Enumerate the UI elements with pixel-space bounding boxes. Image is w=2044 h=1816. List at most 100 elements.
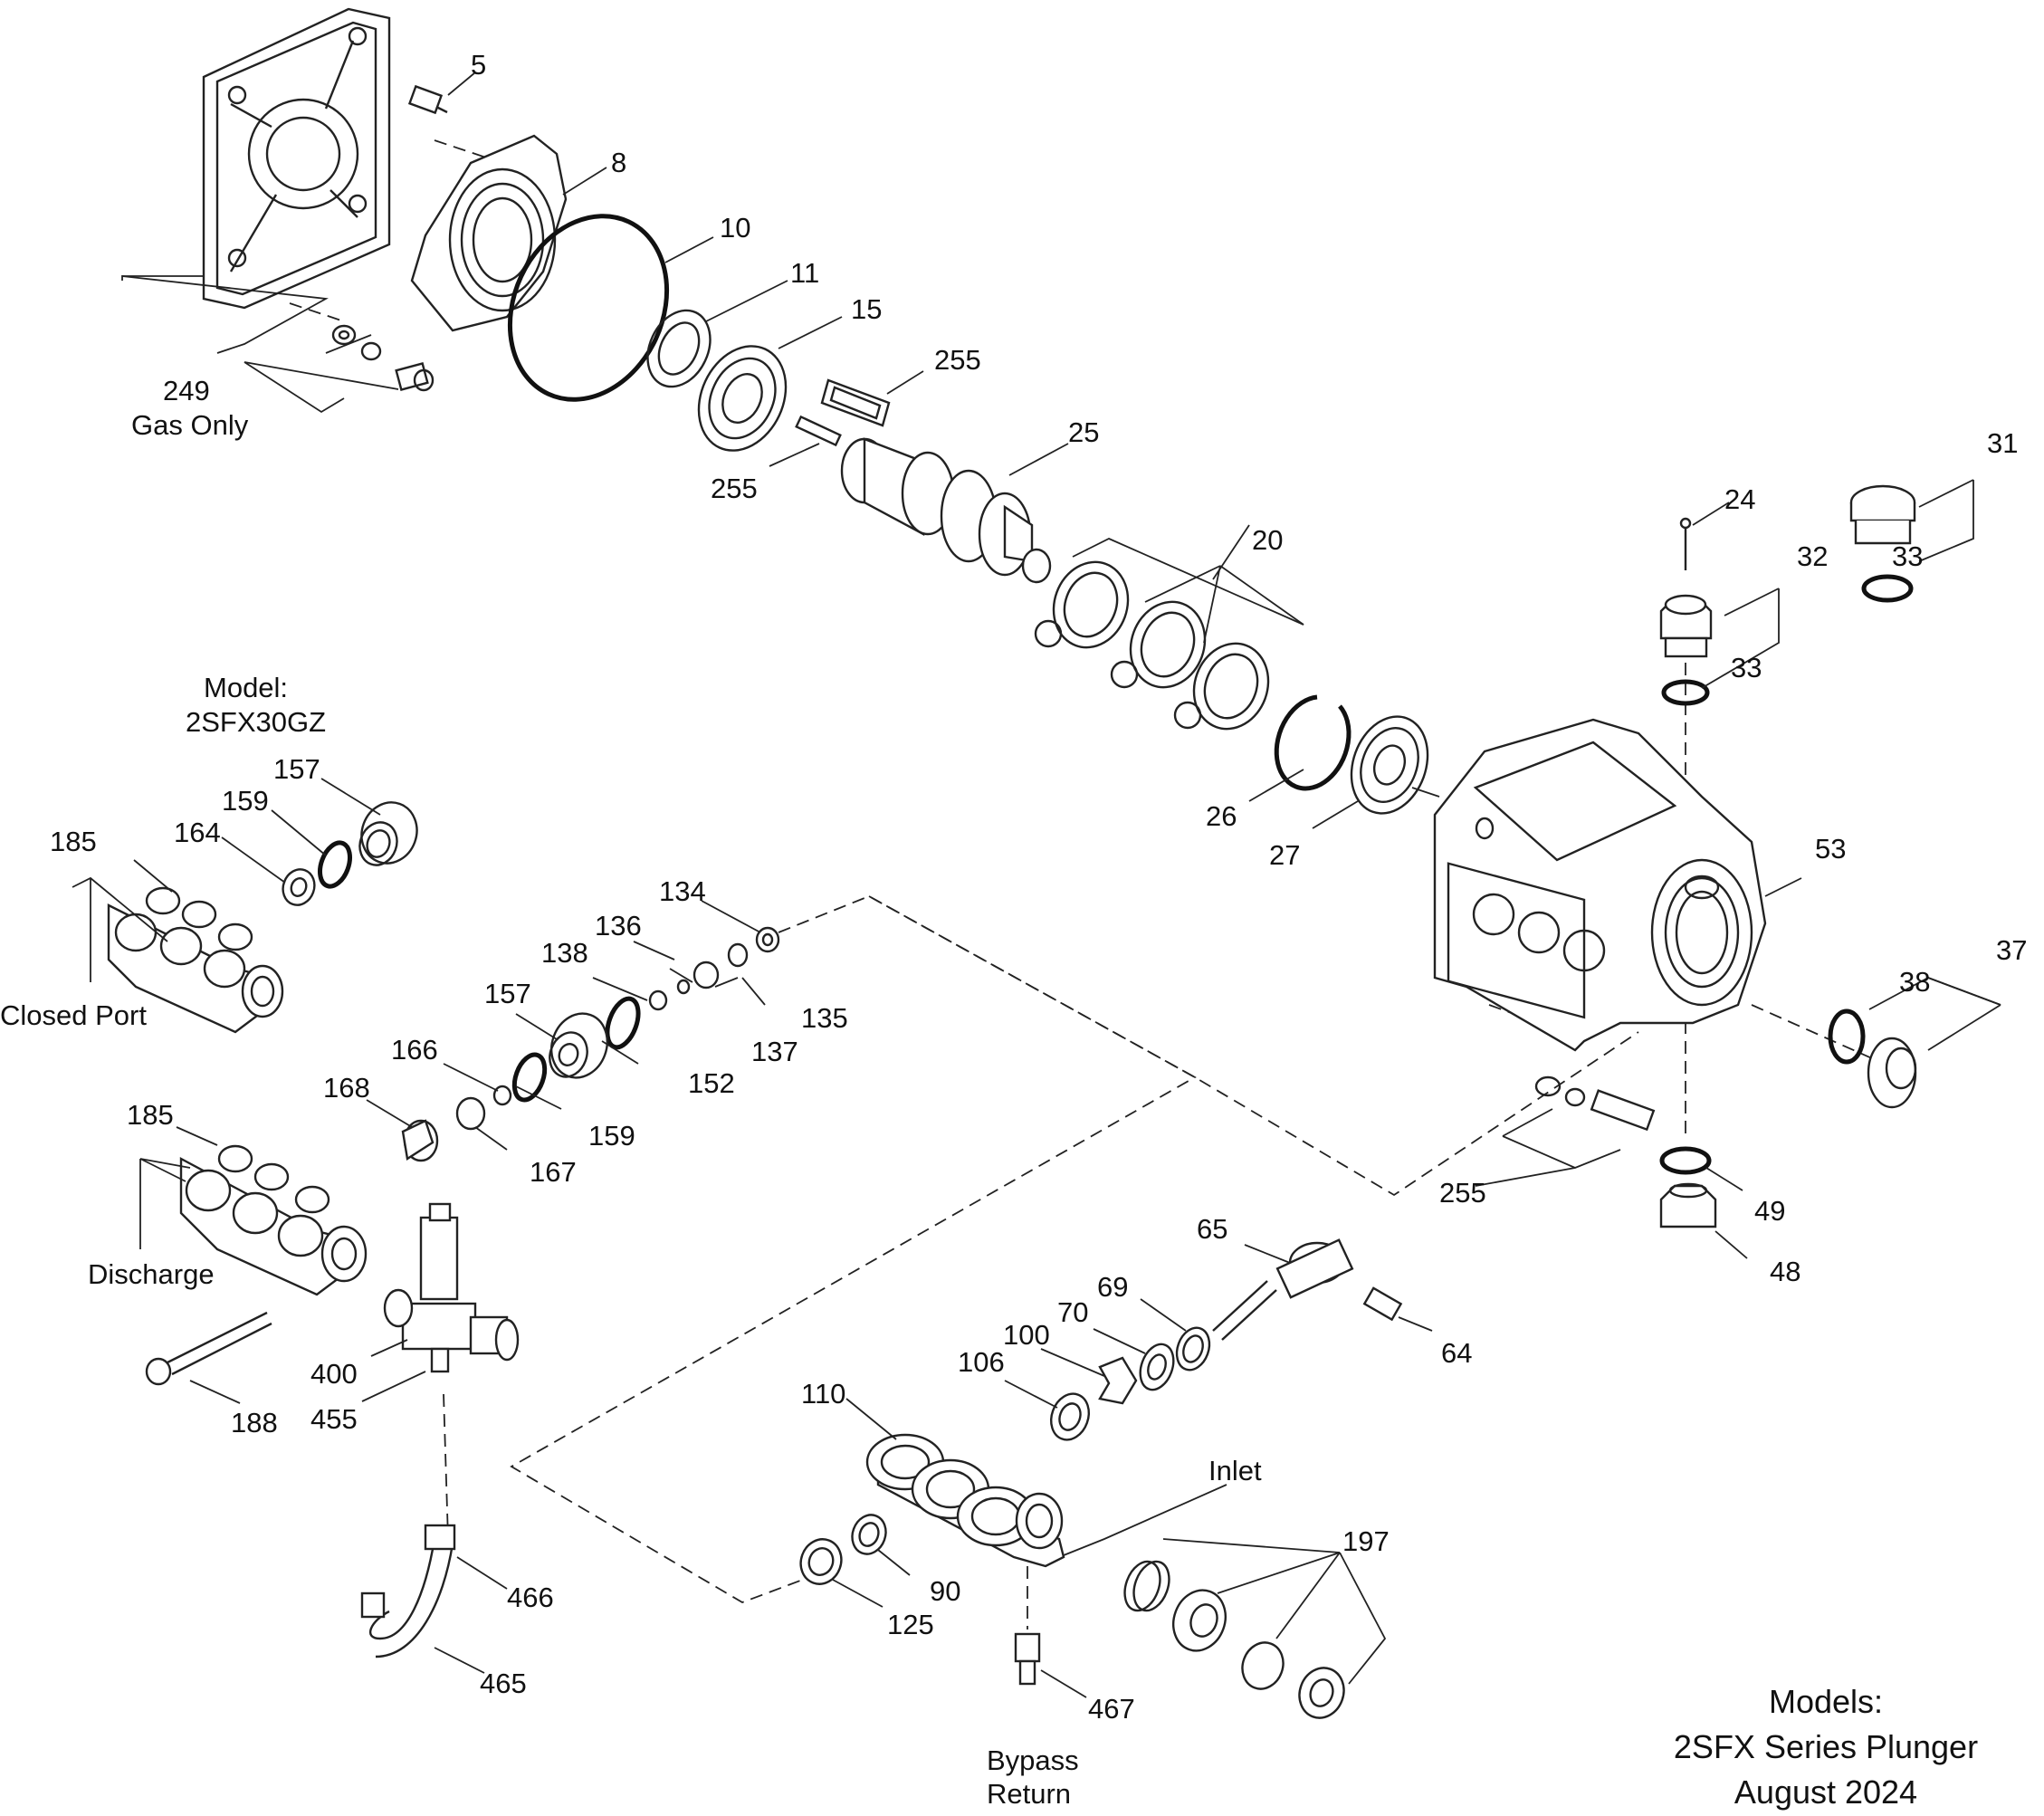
label-38: 38: [1899, 966, 1930, 998]
label-157-mid: 157: [484, 978, 531, 1009]
label-188: 188: [231, 1407, 278, 1438]
bolt-188: [145, 1311, 272, 1386]
manifold-discharge: [179, 1144, 368, 1296]
drain-plug-48: [1659, 1182, 1717, 1228]
label-53: 53: [1815, 833, 1846, 865]
label-31: 31: [1987, 427, 2018, 459]
label-455: 455: [310, 1403, 358, 1435]
label-197: 197: [1342, 1525, 1390, 1557]
bearing-27: [1350, 715, 1429, 815]
label-90: 90: [930, 1575, 960, 1607]
inlet-label: Inlet: [1208, 1455, 1262, 1486]
title-block: Models: 2SFX Series Plunger August 2024: [1674, 1683, 1978, 1811]
part-number-labels: 5 8 10 11 15 255 255 25 249 Gas Only 20 …: [50, 49, 2027, 1725]
label-32: 32: [1797, 540, 1828, 572]
model-label-line2: 2SFX30GZ: [186, 706, 326, 738]
label-249: 249: [163, 375, 210, 406]
label-110: 110: [801, 1378, 845, 1410]
key-255: [795, 415, 842, 447]
label-69: 69: [1097, 1271, 1128, 1303]
label-65: 65: [1197, 1213, 1227, 1245]
label-49: 49: [1754, 1195, 1785, 1227]
label-135: 135: [801, 1002, 848, 1034]
bypass-hose-465-466: [360, 1524, 456, 1658]
label-159-top: 159: [222, 785, 269, 817]
label-25: 25: [1068, 416, 1099, 448]
label-164: 164: [174, 817, 221, 848]
discharge-valve-parts: [401, 996, 641, 1162]
label-255-plate: 255: [934, 344, 981, 376]
bypass-fitting-467: [1014, 1566, 1041, 1686]
o-ring-33b: [1661, 679, 1710, 706]
crankshaft-25: [840, 437, 1052, 584]
model-label-line1: Model:: [204, 672, 288, 703]
label-466: 466: [507, 1582, 554, 1613]
label-70: 70: [1057, 1296, 1088, 1328]
callouts: Model: 2SFX30GZ Closed Port Discharge In…: [0, 672, 1262, 1810]
bolt-set-255: [1534, 1075, 1656, 1132]
label-20: 20: [1252, 524, 1283, 556]
o-ring-49: [1659, 1146, 1712, 1175]
label-64: 64: [1441, 1337, 1472, 1369]
label-8: 8: [611, 147, 626, 178]
title-line3: August 2024: [1734, 1773, 1917, 1811]
bypass-label-line1: Bypass: [987, 1744, 1079, 1776]
label-137: 137: [751, 1036, 798, 1067]
label-467: 467: [1088, 1693, 1135, 1725]
label-33-top: 33: [1892, 540, 1923, 572]
label-24: 24: [1724, 483, 1755, 515]
label-167: 167: [530, 1156, 577, 1188]
label-157-top: 157: [273, 753, 320, 785]
label-185-top: 185: [50, 826, 97, 857]
bypass-label-line2: Return: [987, 1778, 1071, 1810]
crankcase-53: [1433, 718, 1767, 1052]
bearing-15: [697, 345, 788, 452]
label-106: 106: [958, 1346, 1005, 1378]
label-5: 5: [471, 49, 486, 81]
label-168: 168: [323, 1072, 370, 1104]
inlet-manifold-110: [865, 1433, 1065, 1568]
label-134: 134: [659, 875, 706, 907]
label-27: 27: [1269, 839, 1300, 871]
label-125: 125: [887, 1609, 934, 1640]
oil-seal-11: [646, 309, 712, 388]
leader-lines: [72, 72, 2001, 1698]
label-400: 400: [310, 1358, 358, 1390]
label-255-key: 255: [711, 473, 758, 504]
o-ring-33a: [1861, 574, 1914, 603]
label-185-bottom: 185: [127, 1099, 174, 1131]
label-gas-only: Gas Only: [131, 409, 249, 441]
label-138: 138: [541, 937, 588, 969]
label-15: 15: [851, 293, 882, 325]
connecting-rods-20: [1034, 560, 1270, 731]
retaining-ring-26: [1274, 694, 1352, 791]
flange-housing: [410, 134, 568, 332]
label-33-mid: 33: [1731, 652, 1762, 683]
closed-port-label: Closed Port: [0, 999, 147, 1031]
label-255-bolt: 255: [1439, 1177, 1486, 1209]
o-ring-10: [507, 214, 670, 402]
dipstick-24-32: [1659, 517, 1713, 658]
plate-washers-bolt: [331, 324, 435, 392]
label-11: 11: [790, 257, 819, 289]
title-line2: 2SFX Series Plunger: [1674, 1728, 1978, 1765]
label-166: 166: [391, 1034, 438, 1066]
label-159-mid: 159: [588, 1120, 635, 1152]
valves-90-125: [799, 1514, 887, 1585]
seals-69-106: [1050, 1326, 1211, 1441]
label-26: 26: [1206, 800, 1237, 832]
plug-kit-197: [1123, 1560, 1345, 1719]
plunger-65: [1212, 1238, 1403, 1341]
label-136: 136: [595, 910, 642, 941]
valve-parts-134-138: [648, 926, 780, 1011]
mounting-plate: [202, 7, 391, 310]
label-100: 100: [1003, 1319, 1050, 1351]
label-plate-255: [820, 378, 891, 427]
label-152: 152: [688, 1067, 735, 1099]
title-line1: Models:: [1769, 1683, 1883, 1720]
label-10: 10: [720, 212, 750, 244]
plug-37-38: [1828, 1008, 1917, 1109]
breather-cap-31: [1849, 484, 1916, 545]
label-48: 48: [1770, 1256, 1800, 1287]
